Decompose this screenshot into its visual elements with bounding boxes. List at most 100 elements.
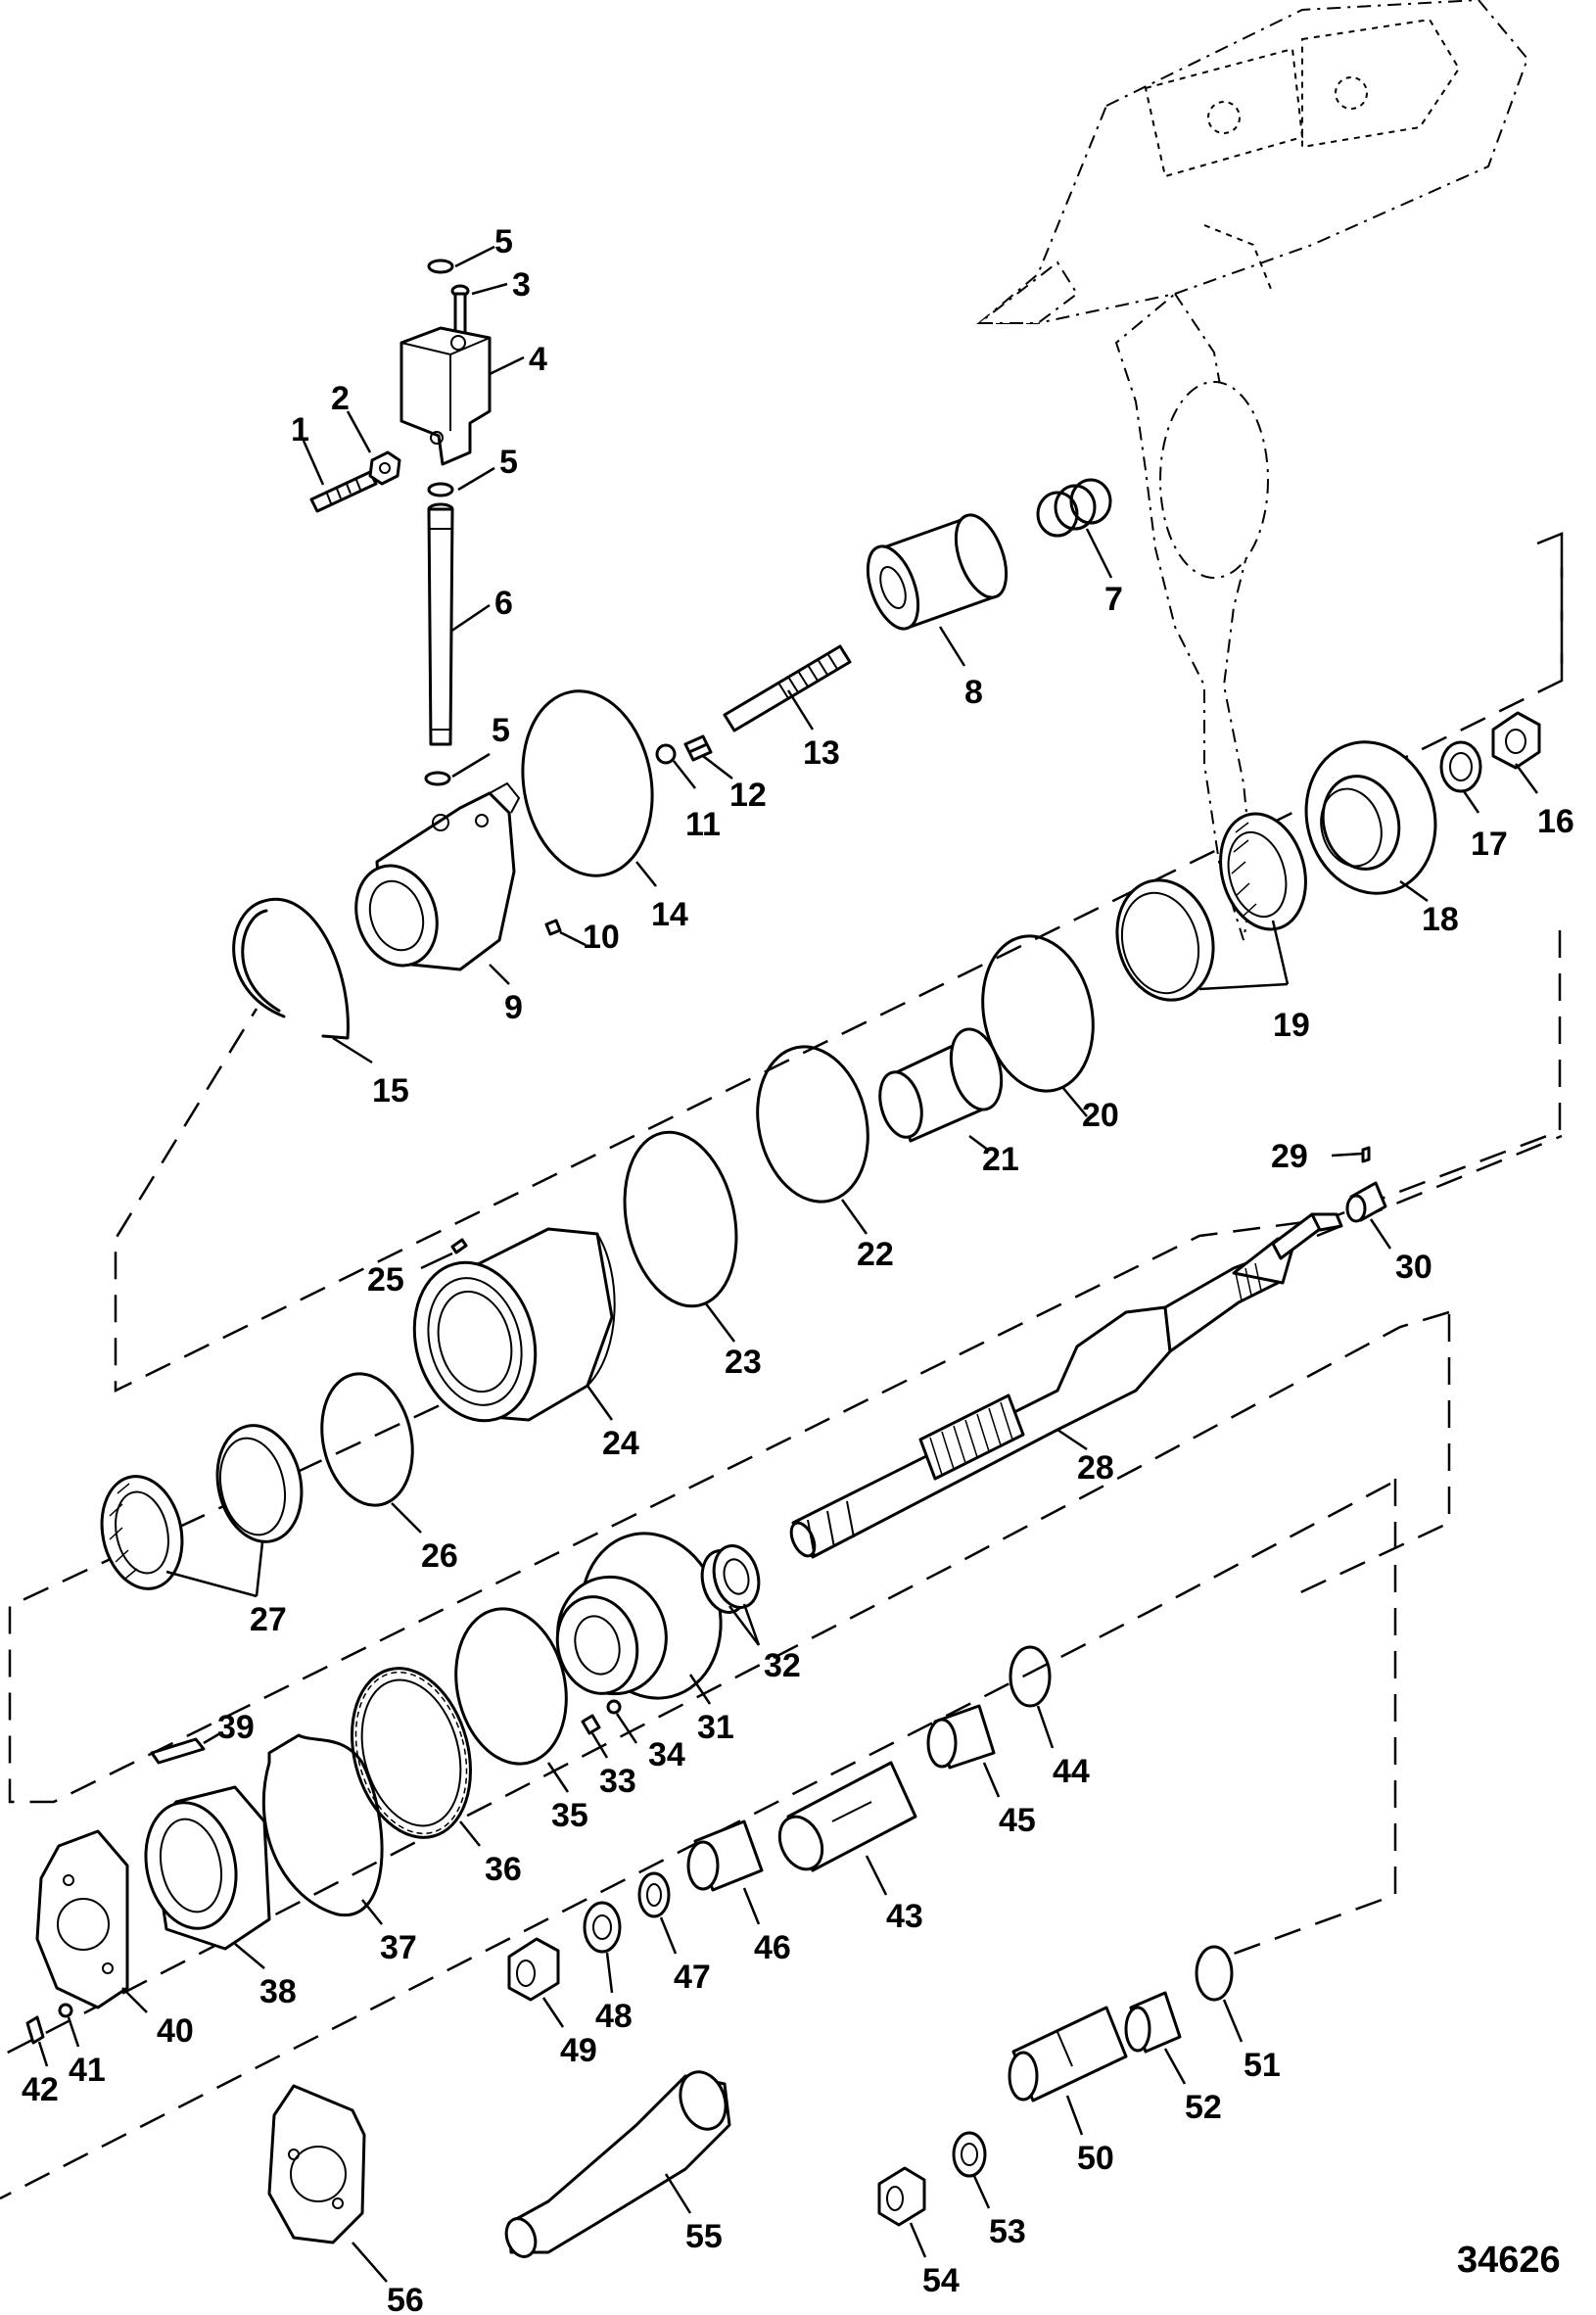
- callout-labels: 5 3 4 2 1 5 6 5 7 8 9 10 11 12 13 14 15 …: [22, 223, 1574, 2315]
- callout-12: 12: [729, 777, 767, 814]
- part-43-sleeve: [777, 1761, 917, 1872]
- part-39-pad: [150, 1737, 206, 1765]
- part-19-bearing: [1115, 812, 1307, 1002]
- part-6-shaft: [427, 502, 454, 746]
- part-42-screw: [25, 2015, 45, 2045]
- callout-26: 26: [421, 1537, 458, 1575]
- callout-27: 27: [250, 1601, 287, 1638]
- leader-lines: [37, 245, 1539, 2283]
- callout-5-bottom: 5: [492, 712, 510, 749]
- callout-37: 37: [380, 1929, 417, 1966]
- part-4-block: [399, 326, 492, 466]
- part-9-housing: [354, 781, 521, 971]
- callout-55: 55: [685, 2218, 723, 2255]
- callout-33: 33: [599, 1763, 636, 1800]
- part-35-oring: [454, 1607, 568, 1766]
- part-36-ring: [351, 1667, 472, 1839]
- callout-14: 14: [651, 896, 688, 933]
- part-13-rod: [723, 644, 852, 732]
- callout-1: 1: [291, 411, 309, 449]
- callout-5-top: 5: [494, 223, 513, 260]
- callout-22: 22: [857, 1236, 894, 1273]
- callout-11: 11: [685, 806, 721, 843]
- part-27-bearing: [100, 1424, 304, 1590]
- callout-46: 46: [754, 1929, 791, 1966]
- callout-19: 19: [1273, 1007, 1310, 1044]
- callout-25: 25: [367, 1261, 404, 1299]
- callout-4: 4: [529, 341, 547, 378]
- callout-20: 20: [1082, 1097, 1119, 1134]
- part-51-ring: [1195, 1945, 1234, 2002]
- callout-52: 52: [1185, 2089, 1222, 2126]
- callout-54: 54: [922, 2262, 960, 2299]
- callout-53: 53: [989, 2213, 1026, 2250]
- part-11-ball: [655, 743, 677, 765]
- part-22-oring: [756, 1045, 869, 1204]
- part-28-shaft: [789, 1212, 1343, 1559]
- part-12-spring: [683, 734, 713, 762]
- part-54-nut: [877, 2166, 926, 2227]
- callout-49: 49: [560, 2032, 597, 2069]
- part-15-snap-ring: [232, 897, 350, 1040]
- part-53-washer: [952, 2131, 987, 2178]
- callout-44: 44: [1053, 1753, 1090, 1790]
- part-38-housing: [144, 1785, 271, 1951]
- callout-29: 29: [1271, 1138, 1308, 1175]
- alignment-lines: [0, 532, 1564, 2200]
- callout-15: 15: [372, 1072, 409, 1110]
- part-52-bushing: [1124, 1991, 1182, 2054]
- figure-number: 34626: [1457, 2240, 1561, 2281]
- part-8-sleeve: [866, 513, 1009, 631]
- part-14-oring: [521, 689, 654, 877]
- callout-13: 13: [803, 734, 840, 772]
- part-56-plate: [267, 2084, 366, 2244]
- part-32-seals: [700, 1544, 761, 1614]
- part-45-bushing: [926, 1704, 996, 1770]
- callout-50: 50: [1077, 2140, 1114, 2177]
- part-29-pin: [1361, 1146, 1371, 1163]
- callout-16: 16: [1537, 803, 1574, 840]
- part-20-oring: [981, 934, 1095, 1093]
- callout-3: 3: [512, 266, 531, 304]
- part-26-oring: [320, 1372, 414, 1507]
- part-17-washer: [1439, 740, 1482, 793]
- callout-43: 43: [886, 1898, 923, 1935]
- callout-30: 30: [1395, 1249, 1432, 1286]
- callout-40: 40: [157, 2012, 194, 2050]
- part-1-stud: [309, 470, 378, 513]
- part-48-washer: [583, 1901, 622, 1954]
- part-2-nut: [368, 450, 401, 486]
- part-47-washer: [637, 1871, 671, 1918]
- callout-23: 23: [725, 1344, 762, 1381]
- callout-17: 17: [1471, 826, 1508, 863]
- callout-8: 8: [964, 674, 983, 711]
- callout-7: 7: [1104, 581, 1123, 618]
- callout-41: 41: [69, 2052, 106, 2089]
- part-18-carrier: [1304, 740, 1437, 895]
- part-37-plate: [261, 1733, 384, 1917]
- part-46-bushing: [686, 1819, 764, 1892]
- part-10-pin: [544, 919, 562, 936]
- callout-56: 56: [387, 2282, 424, 2315]
- callout-34: 34: [648, 1736, 685, 1773]
- callout-2: 2: [331, 380, 350, 417]
- part-44-ring: [1009, 1645, 1052, 1708]
- part-21-bushing: [878, 1027, 1004, 1143]
- part-7-rings: [1036, 478, 1112, 538]
- part-25-pin: [450, 1238, 468, 1254]
- callout-10: 10: [583, 919, 620, 956]
- callout-31: 31: [697, 1709, 734, 1746]
- callout-32: 32: [764, 1647, 801, 1684]
- callout-39: 39: [217, 1709, 255, 1746]
- part-34-washer: [606, 1699, 622, 1715]
- callout-38: 38: [259, 1973, 297, 2010]
- part-16-nut: [1491, 711, 1541, 770]
- callout-24: 24: [602, 1425, 639, 1462]
- callout-45: 45: [999, 1802, 1036, 1839]
- part-5-oring-bottom: [424, 771, 451, 786]
- part-49-nut: [507, 1937, 560, 2002]
- callout-5-mid: 5: [499, 444, 518, 481]
- part-50-sleeve: [1008, 2006, 1128, 2102]
- callout-21: 21: [982, 1141, 1019, 1178]
- part-33-screw: [581, 1714, 601, 1735]
